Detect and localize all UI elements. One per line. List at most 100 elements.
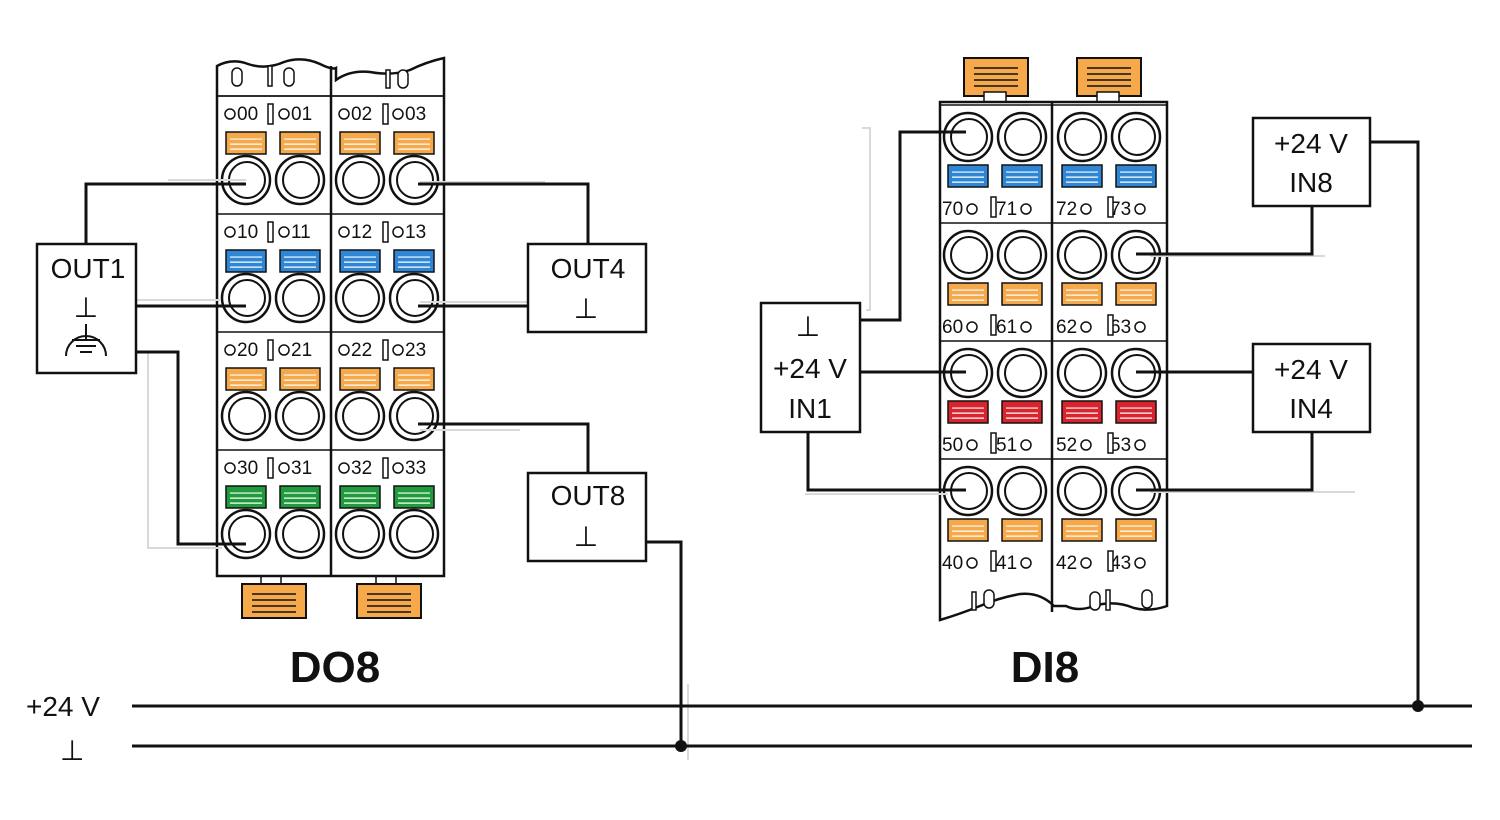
- di8-push-button[interactable]: [1115, 518, 1157, 542]
- do8-label-slot: [382, 339, 389, 361]
- di8-terminal-label: 70: [942, 199, 963, 220]
- do8-push-button[interactable]: [339, 131, 381, 155]
- di8-terminal-label: 40: [942, 553, 963, 574]
- do8-terminal-hole-inner: [342, 515, 380, 553]
- di8-terminal-hole-inner: [1004, 236, 1042, 274]
- di8-push-button[interactable]: [1115, 400, 1157, 424]
- do8-push-button[interactable]: [393, 485, 435, 509]
- terminal-marker-icon: [966, 439, 978, 451]
- do8-terminal-hole-inner: [396, 161, 434, 199]
- do8-push-button[interactable]: [393, 249, 435, 273]
- do8-push-button[interactable]: [279, 367, 321, 391]
- di8-push-button[interactable]: [1061, 400, 1103, 424]
- do8-title: DO8: [290, 643, 380, 692]
- in4-voltage: +24 V: [1274, 354, 1348, 385]
- terminal-marker-icon: [1080, 557, 1092, 569]
- do8-terminal-hole-inner: [396, 515, 434, 553]
- di8-terminal-label: 53: [1110, 435, 1131, 456]
- di8-push-button[interactable]: [1001, 164, 1043, 188]
- do8-push-button[interactable]: [225, 131, 267, 155]
- di8-label-slot: [1107, 550, 1114, 572]
- do8-label-slot: [267, 221, 274, 243]
- di8-push-button[interactable]: [947, 400, 989, 424]
- di8-label-slot: [990, 196, 997, 218]
- do8-terminal-hole-inner: [228, 397, 266, 435]
- do8-push-button[interactable]: [279, 131, 321, 155]
- do8-push-button[interactable]: [225, 485, 267, 509]
- di8-label-slot: [990, 314, 997, 336]
- do8-terminal-label: 03: [405, 104, 426, 125]
- terminal-marker-icon: [392, 344, 404, 356]
- do8-top-slot: [267, 65, 273, 87]
- di8-push-button[interactable]: [1115, 164, 1157, 188]
- terminal-marker-icon: [392, 226, 404, 238]
- out8-ground-symbol: ⊥: [574, 521, 598, 552]
- device-in1: ⊥ +24 V IN1: [759, 301, 862, 434]
- do8-terminal-label: 32: [351, 458, 372, 479]
- terminal-marker-icon: [338, 344, 350, 356]
- terminal-marker-icon: [224, 344, 236, 356]
- di8-terminal-label: 61: [996, 317, 1017, 338]
- do8-terminal-label: 20: [237, 340, 258, 361]
- terminal-marker-icon: [1080, 321, 1092, 333]
- do8-terminal-hole-inner: [342, 161, 380, 199]
- do8-push-button[interactable]: [393, 131, 435, 155]
- do8-push-button[interactable]: [339, 367, 381, 391]
- di8-push-button[interactable]: [1115, 282, 1157, 306]
- do8-terminal-label: 31: [291, 458, 312, 479]
- do8-top-slot: [397, 69, 409, 89]
- do8-terminal-label: 33: [405, 458, 426, 479]
- di8-label-slot: [1107, 432, 1114, 454]
- device-in4: +24 V IN4: [1251, 342, 1372, 434]
- di8-terminal-hole-inner: [1004, 354, 1042, 392]
- di8-terminal-hole-inner: [1064, 354, 1102, 392]
- out1-ground-symbol: ⊥: [74, 292, 98, 323]
- bus-plus24-label: +24 V: [26, 691, 100, 722]
- do8-label-slot: [267, 339, 274, 361]
- di8-push-button[interactable]: [947, 282, 989, 306]
- wire-63-to-in8: [1136, 206, 1314, 256]
- out4-ground-symbol: ⊥: [574, 293, 598, 324]
- do8-terminal-hole-inner: [342, 397, 380, 435]
- do8-push-button[interactable]: [339, 249, 381, 273]
- do8-push-button[interactable]: [339, 485, 381, 509]
- terminal-marker-icon: [278, 108, 290, 120]
- out1-label: OUT1: [51, 253, 126, 284]
- do8-push-button[interactable]: [225, 367, 267, 391]
- device-out8: OUT8 ⊥: [526, 471, 648, 563]
- di8-label-slot: [990, 550, 997, 572]
- di8-push-button[interactable]: [1061, 282, 1103, 306]
- di8-terminal-hole-inner: [1064, 236, 1102, 274]
- di8-label-slot: [990, 432, 997, 454]
- do8-push-button[interactable]: [279, 249, 321, 273]
- wire-in1-to-40: [806, 432, 966, 492]
- di8-bottom-slot: [971, 591, 977, 611]
- di8-push-button[interactable]: [1061, 518, 1103, 542]
- di8-push-button[interactable]: [1061, 164, 1103, 188]
- do8-push-button[interactable]: [279, 485, 321, 509]
- di8-push-button[interactable]: [947, 164, 989, 188]
- wire-in1-ground-to-70: [860, 130, 966, 322]
- device-out4: OUT4 ⊥: [526, 242, 648, 334]
- do8-push-button[interactable]: [393, 367, 435, 391]
- in8-label: IN8: [1289, 167, 1333, 198]
- terminal-marker-icon: [1020, 321, 1032, 333]
- di8-housing: [938, 100, 1169, 622]
- di8-title: DI8: [1011, 643, 1079, 692]
- do8-push-button[interactable]: [225, 249, 267, 273]
- do8-top-slot: [385, 69, 391, 89]
- protective-earth-icon: [65, 324, 107, 357]
- terminal-marker-icon: [338, 108, 350, 120]
- di8-push-button[interactable]: [947, 518, 989, 542]
- di8-bottom-slot: [1141, 589, 1153, 609]
- terminal-marker-icon: [392, 108, 404, 120]
- terminal-marker-icon: [338, 226, 350, 238]
- di8-push-button[interactable]: [1001, 282, 1043, 306]
- di8-terminal-label: 73: [1110, 199, 1131, 220]
- di8-push-button[interactable]: [1001, 518, 1043, 542]
- terminal-marker-icon: [966, 321, 978, 333]
- terminal-marker-icon: [1134, 321, 1146, 333]
- di8-push-button[interactable]: [1001, 400, 1043, 424]
